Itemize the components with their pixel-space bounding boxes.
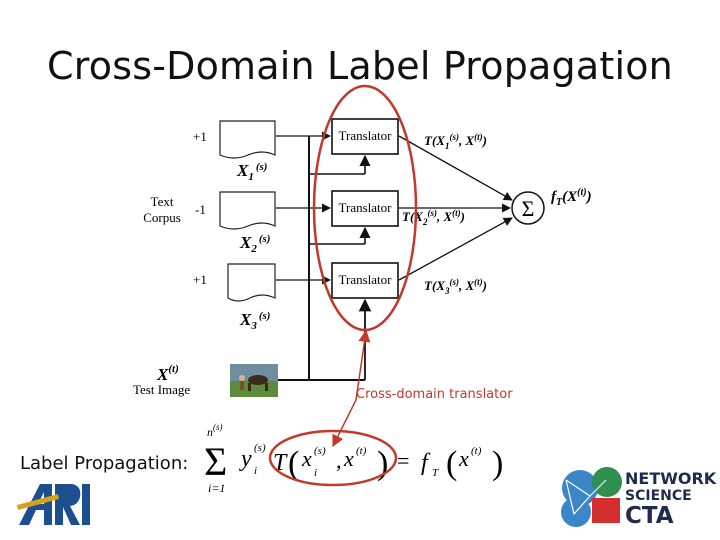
translator-box-2 (331, 190, 399, 227)
label-doc-1: +1 (193, 129, 207, 144)
formula-x3-sup: (t) (471, 445, 482, 457)
test-image-label: X(t) (156, 363, 179, 384)
doc-label-2: X2(s) (239, 233, 270, 255)
label-propagation-label: Label Propagation: (20, 453, 189, 474)
translator-box-1 (331, 118, 399, 155)
formula-f: f (421, 450, 431, 476)
ncta-line-3: CTA (625, 503, 674, 529)
formula-x3: x (458, 446, 469, 471)
translator-label-2: Translator (339, 200, 393, 215)
formula-x2-sup: (t) (356, 445, 367, 457)
text-corpus-label-1: Text (151, 194, 174, 209)
document-icon-1 (219, 120, 276, 159)
annotation-arrow-up (355, 329, 371, 401)
formula-f-sub: T (432, 467, 439, 479)
arl-logo (17, 484, 90, 525)
formula-equals: = (397, 448, 409, 473)
annotation-arrow-down (332, 399, 357, 448)
formula-x1-sup: (s) (314, 445, 326, 457)
formula-sum-bottom: i=1 (208, 481, 225, 495)
formula-rparen: ) (377, 445, 388, 482)
formula-sum-symbol: Σ (204, 439, 227, 484)
translator-output-2: T(X2(s), X(t)) (402, 208, 465, 227)
label-doc-2: -1 (195, 202, 206, 217)
document-icon-3 (227, 263, 276, 302)
formula-y: y (239, 446, 252, 472)
annotation-cross-domain-translator: Cross-domain translator (356, 387, 513, 402)
formula-y-sub: i (254, 465, 257, 477)
formula-y-sup: (s) (254, 442, 266, 454)
translator-output-1: T(X1(s), X(t)) (424, 132, 487, 151)
translator-label-1: Translator (339, 128, 393, 143)
ncta-line-1: NETWORK (625, 469, 717, 488)
formula-highlight-ellipse (268, 429, 398, 487)
formula-comma: , (336, 448, 342, 473)
sum-icon: Σ (522, 196, 535, 221)
formula-x2: x (343, 446, 354, 471)
formula-lparen: ( (288, 445, 299, 482)
formula-lparen-2: ( (446, 445, 457, 482)
formula-sum-top: n(s) (207, 422, 223, 439)
translator-label-3: Translator (339, 272, 393, 287)
text-corpus-label-2: Corpus (143, 210, 181, 225)
doc-label-1: X1(s) (236, 161, 267, 183)
formula-x1: x (301, 446, 312, 471)
label-doc-3: +1 (193, 272, 207, 287)
sum-node (511, 191, 545, 225)
test-image-thumbnail (230, 364, 278, 397)
formula-x1-sub: i (314, 467, 317, 479)
network-science-cta-logo: NETWORK SCIENCE CTA (561, 467, 717, 529)
ncta-line-2: SCIENCE (625, 488, 692, 504)
doc-label-3: X3(s) (239, 310, 270, 332)
test-image-caption: Test Image (133, 382, 190, 397)
arrow-translator1-sum (398, 135, 513, 201)
slide-title: Cross-Domain Label Propagation (47, 44, 673, 88)
formula-rparen-2: ) (492, 445, 503, 482)
arrow-translator3-sum (398, 217, 513, 281)
translator-box-3 (331, 262, 399, 299)
document-icon-2 (219, 191, 276, 230)
translator-output-3: T(X3(s), X(t)) (424, 277, 487, 296)
output-label: fT(X(t)) (551, 187, 592, 208)
